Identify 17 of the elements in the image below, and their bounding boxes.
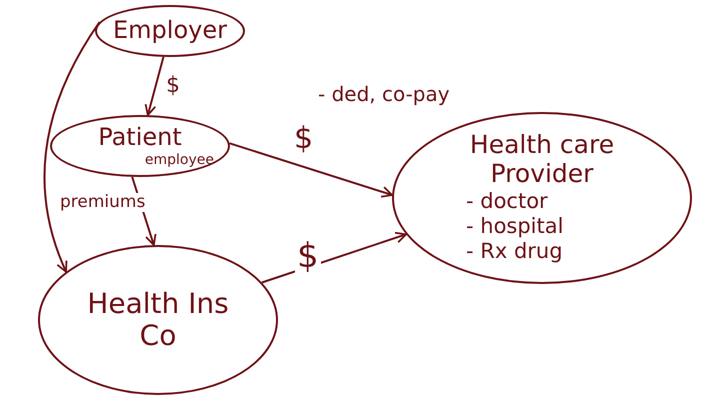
arrow: [229, 142, 393, 198]
edge-label: $: [295, 238, 321, 276]
list-item: - Rx drug: [465, 239, 563, 265]
ellipse-node: [95, 5, 245, 57]
arrow: [44, 22, 100, 273]
arrow: [144, 56, 164, 116]
ellipse-node: [392, 112, 692, 284]
node-title: Employer: [113, 17, 227, 45]
node-title: Health Ins Co: [86, 288, 230, 352]
node-note: employee: [144, 152, 214, 168]
list-item: - hospital: [465, 214, 564, 240]
node-title: Patient: [98, 124, 182, 152]
note: - ded, co-pay: [318, 82, 450, 106]
ellipse-node: [50, 115, 230, 177]
list-item: - doctor: [465, 188, 548, 214]
node-title: Health care Provider: [468, 131, 616, 189]
ellipse-node: [38, 245, 278, 395]
